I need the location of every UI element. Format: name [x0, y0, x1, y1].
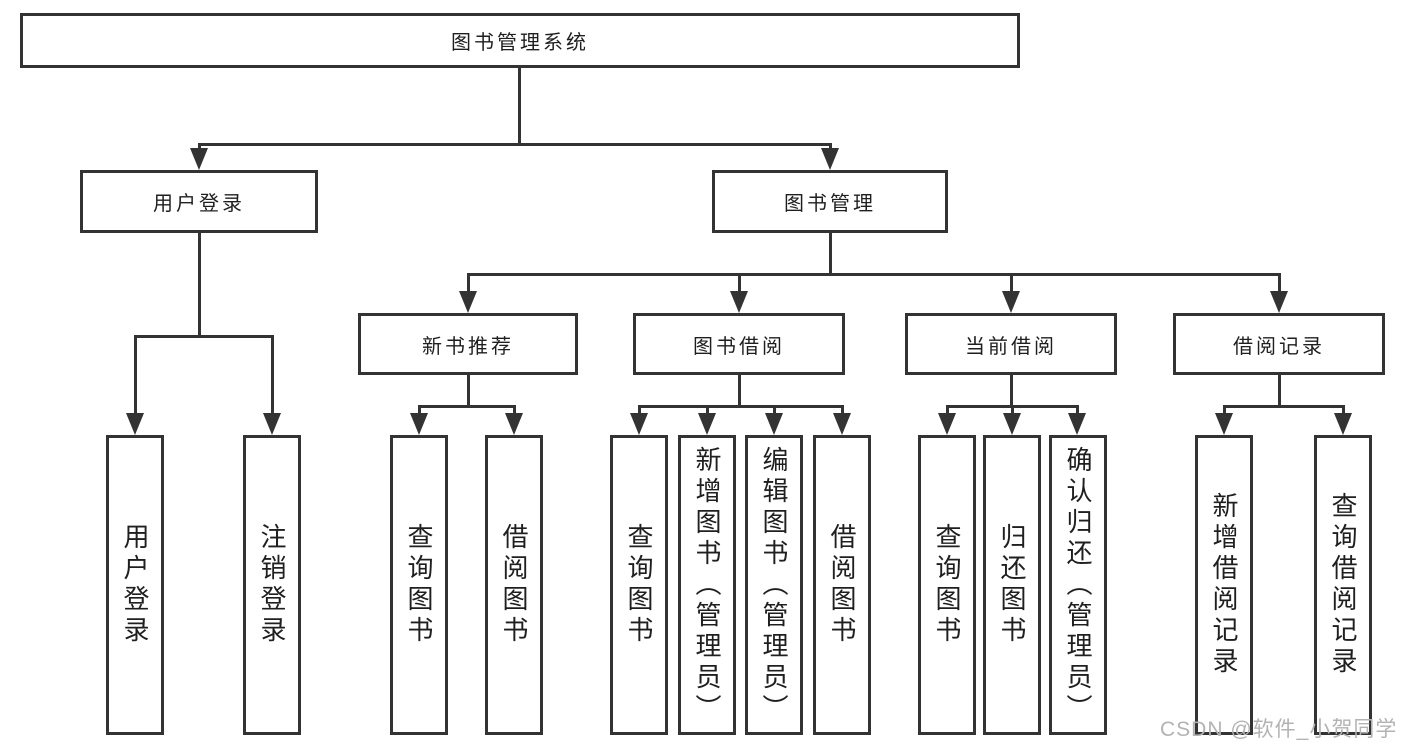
arrowhead-bb-borrow	[833, 413, 851, 435]
connector-book-borrow-trunk	[738, 375, 741, 407]
arrowhead-bb-edit	[765, 413, 783, 435]
node-label: 新增图书（管理员）	[692, 445, 722, 725]
node-label: 查询图书	[404, 523, 434, 647]
leaf-logout: 注销登录	[243, 435, 301, 735]
node-book-management: 图书管理	[712, 170, 948, 233]
leaf-return-books: 归还图书	[983, 435, 1041, 735]
connector-drop-bb-borrow	[841, 405, 844, 416]
node-label: 图书借阅	[693, 335, 785, 358]
connector-drop-cb-return	[1011, 405, 1014, 416]
node-label: 用户登录	[120, 523, 150, 647]
leaf-add-books-admin: 新增图书（管理员）	[678, 435, 736, 735]
connector-drop-user-login	[198, 143, 201, 152]
connector-drop-book-borrow	[738, 273, 741, 293]
leaf-edit-books-admin: 编辑图书（管理员）	[745, 435, 803, 735]
node-current-borrow: 当前借阅	[905, 313, 1117, 375]
node-label: 借阅图书	[827, 523, 857, 647]
node-label: 图书管理系统	[451, 32, 589, 54]
node-label: 借阅记录	[1233, 335, 1325, 358]
node-user-login: 用户登录	[80, 170, 318, 233]
arrowhead-cb-query	[938, 413, 956, 435]
connector-drop-cb-query	[946, 405, 949, 416]
leaf-query-books-borrow: 查询图书	[610, 435, 668, 735]
connector-drop-bb-query	[638, 405, 641, 416]
node-book-borrow: 图书借阅	[633, 313, 845, 375]
node-label: 确认归还（管理员）	[1063, 445, 1093, 725]
leaf-query-books-recommend: 查询图书	[390, 435, 448, 735]
arrowhead-leaf-logout	[263, 413, 281, 435]
connector-drop-book-management	[829, 143, 832, 152]
csdn-watermark: CSDN @软件_小贺同学	[1160, 718, 1398, 741]
connector-drop-current-borrow	[1010, 273, 1013, 293]
arrowhead-bb-add	[698, 413, 716, 435]
connector-user-login-trunk	[198, 233, 201, 337]
node-label: 新书推荐	[422, 335, 514, 358]
arrowhead-user-login	[190, 148, 208, 170]
node-label: 新增借阅记录	[1209, 492, 1239, 678]
connector-drop-nb-borrow	[513, 405, 516, 416]
node-label: 图书管理	[784, 193, 876, 215]
connector-borrow-records-branch	[1223, 405, 1344, 408]
arrowhead-br-add	[1215, 413, 1233, 435]
connector-borrow-records-trunk	[1278, 375, 1281, 407]
node-label: 注销登录	[257, 523, 287, 647]
connector-drop-br-add	[1223, 405, 1226, 416]
connector-user-login-branch	[134, 335, 273, 338]
connector-drop-leaf-logout	[271, 335, 274, 416]
connector-book-borrow-branch	[638, 405, 843, 408]
node-label: 用户登录	[153, 193, 245, 215]
leaf-add-borrow-record: 新增借阅记录	[1195, 435, 1253, 735]
connector-new-book-trunk	[467, 375, 470, 407]
node-label: 查询图书	[624, 523, 654, 647]
connector-drop-br-query	[1342, 405, 1345, 416]
arrowhead-leaf-login	[126, 413, 144, 435]
arrowhead-current-borrow	[1002, 291, 1020, 313]
connector-book-management-trunk	[829, 233, 832, 275]
node-book-management-system: 图书管理系统	[20, 13, 1020, 68]
node-label: 借阅图书	[499, 523, 529, 647]
connector-drop-bb-edit	[773, 405, 776, 416]
arrowhead-cb-confirm	[1068, 413, 1086, 435]
leaf-borrow-books: 借阅图书	[813, 435, 871, 735]
connector-drop-borrow-records	[1278, 273, 1281, 293]
arrowhead-borrow-records	[1270, 291, 1288, 313]
leaf-borrow-books-recommend: 借阅图书	[485, 435, 543, 735]
arrowhead-nb-borrow	[505, 413, 523, 435]
connector-drop-new-book	[467, 273, 470, 293]
arrowhead-nb-query	[410, 413, 428, 435]
arrowhead-cb-return	[1003, 413, 1021, 435]
connector-drop-cb-confirm	[1076, 405, 1079, 416]
arrowhead-bb-query	[630, 413, 648, 435]
node-label: 查询图书	[932, 523, 962, 647]
connector-level2-branch	[198, 143, 832, 146]
arrowhead-new-book	[459, 291, 477, 313]
arrowhead-br-query	[1334, 413, 1352, 435]
leaf-query-books-current: 查询图书	[918, 435, 976, 735]
node-label: 查询借阅记录	[1328, 492, 1358, 678]
connector-new-book-branch	[418, 405, 515, 408]
connector-level3-branch	[467, 273, 1280, 276]
arrowhead-book-borrow	[730, 291, 748, 313]
leaf-query-borrow-record: 查询借阅记录	[1314, 435, 1372, 735]
leaf-confirm-return-admin: 确认归还（管理员）	[1049, 435, 1107, 735]
node-new-book-recommend: 新书推荐	[358, 313, 578, 375]
node-label: 归还图书	[997, 523, 1027, 647]
leaf-user-login: 用户登录	[106, 435, 164, 735]
connector-current-borrow-trunk	[1010, 375, 1013, 407]
connector-drop-leaf-login	[134, 335, 137, 416]
connector-drop-bb-add	[706, 405, 709, 416]
node-label: 编辑图书（管理员）	[759, 445, 789, 725]
arrowhead-book-management	[821, 148, 839, 170]
connector-root-trunk	[518, 68, 521, 146]
node-borrow-records: 借阅记录	[1173, 313, 1385, 375]
connector-drop-nb-query	[418, 405, 421, 416]
node-label: 当前借阅	[965, 335, 1057, 358]
